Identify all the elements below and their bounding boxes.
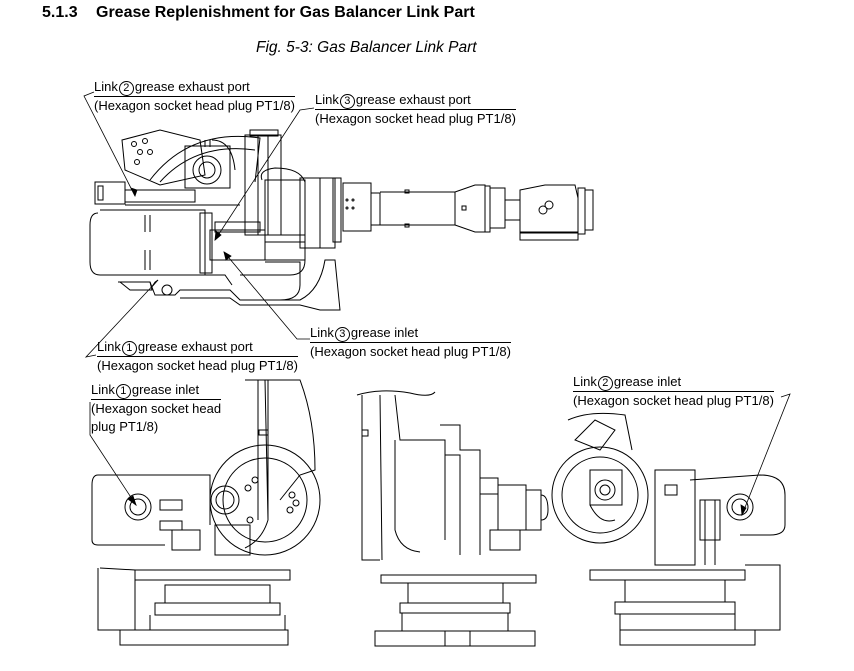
leader-lines-top — [84, 92, 314, 357]
leader-lines-left — [90, 402, 136, 505]
callout-detail: (Hexagon socket head plug PT1/8) — [573, 393, 774, 408]
callout-detail-line2: plug PT1/8) — [91, 419, 159, 434]
left-side-view — [92, 380, 320, 645]
front-view — [357, 391, 548, 646]
link-number-badge: 1 — [121, 341, 137, 356]
section-title: Grease Replenishment for Gas Balancer Li… — [96, 4, 475, 21]
figure-caption: Fig. 5-3: Gas Balancer Link Part — [256, 39, 477, 56]
leader-lines-right — [741, 394, 790, 515]
callout-detail-line1: (Hexagon socket head — [91, 401, 222, 416]
callout-detail: (Hexagon socket head plug PT1/8) — [94, 98, 295, 113]
top-view — [90, 130, 593, 310]
link-number-badge: 3 — [334, 327, 350, 342]
callout-detail: (Hexagon socket head plug PT1/8) — [97, 358, 298, 373]
link-number-badge: 3 — [339, 94, 355, 109]
callout-detail: (Hexagon socket head plug PT1/8) — [315, 111, 516, 126]
section-number: 5.1.3 — [42, 4, 78, 21]
link-number-badge: 2 — [597, 376, 613, 391]
callout-detail: (Hexagon socket head plug PT1/8) — [310, 344, 511, 359]
right-side-view — [552, 413, 785, 645]
section-heading: 5.1.3 Grease Replenishment for Gas Balanc… — [42, 4, 475, 22]
link-number-badge: 1 — [115, 384, 131, 399]
link-number-badge: 2 — [118, 81, 134, 96]
